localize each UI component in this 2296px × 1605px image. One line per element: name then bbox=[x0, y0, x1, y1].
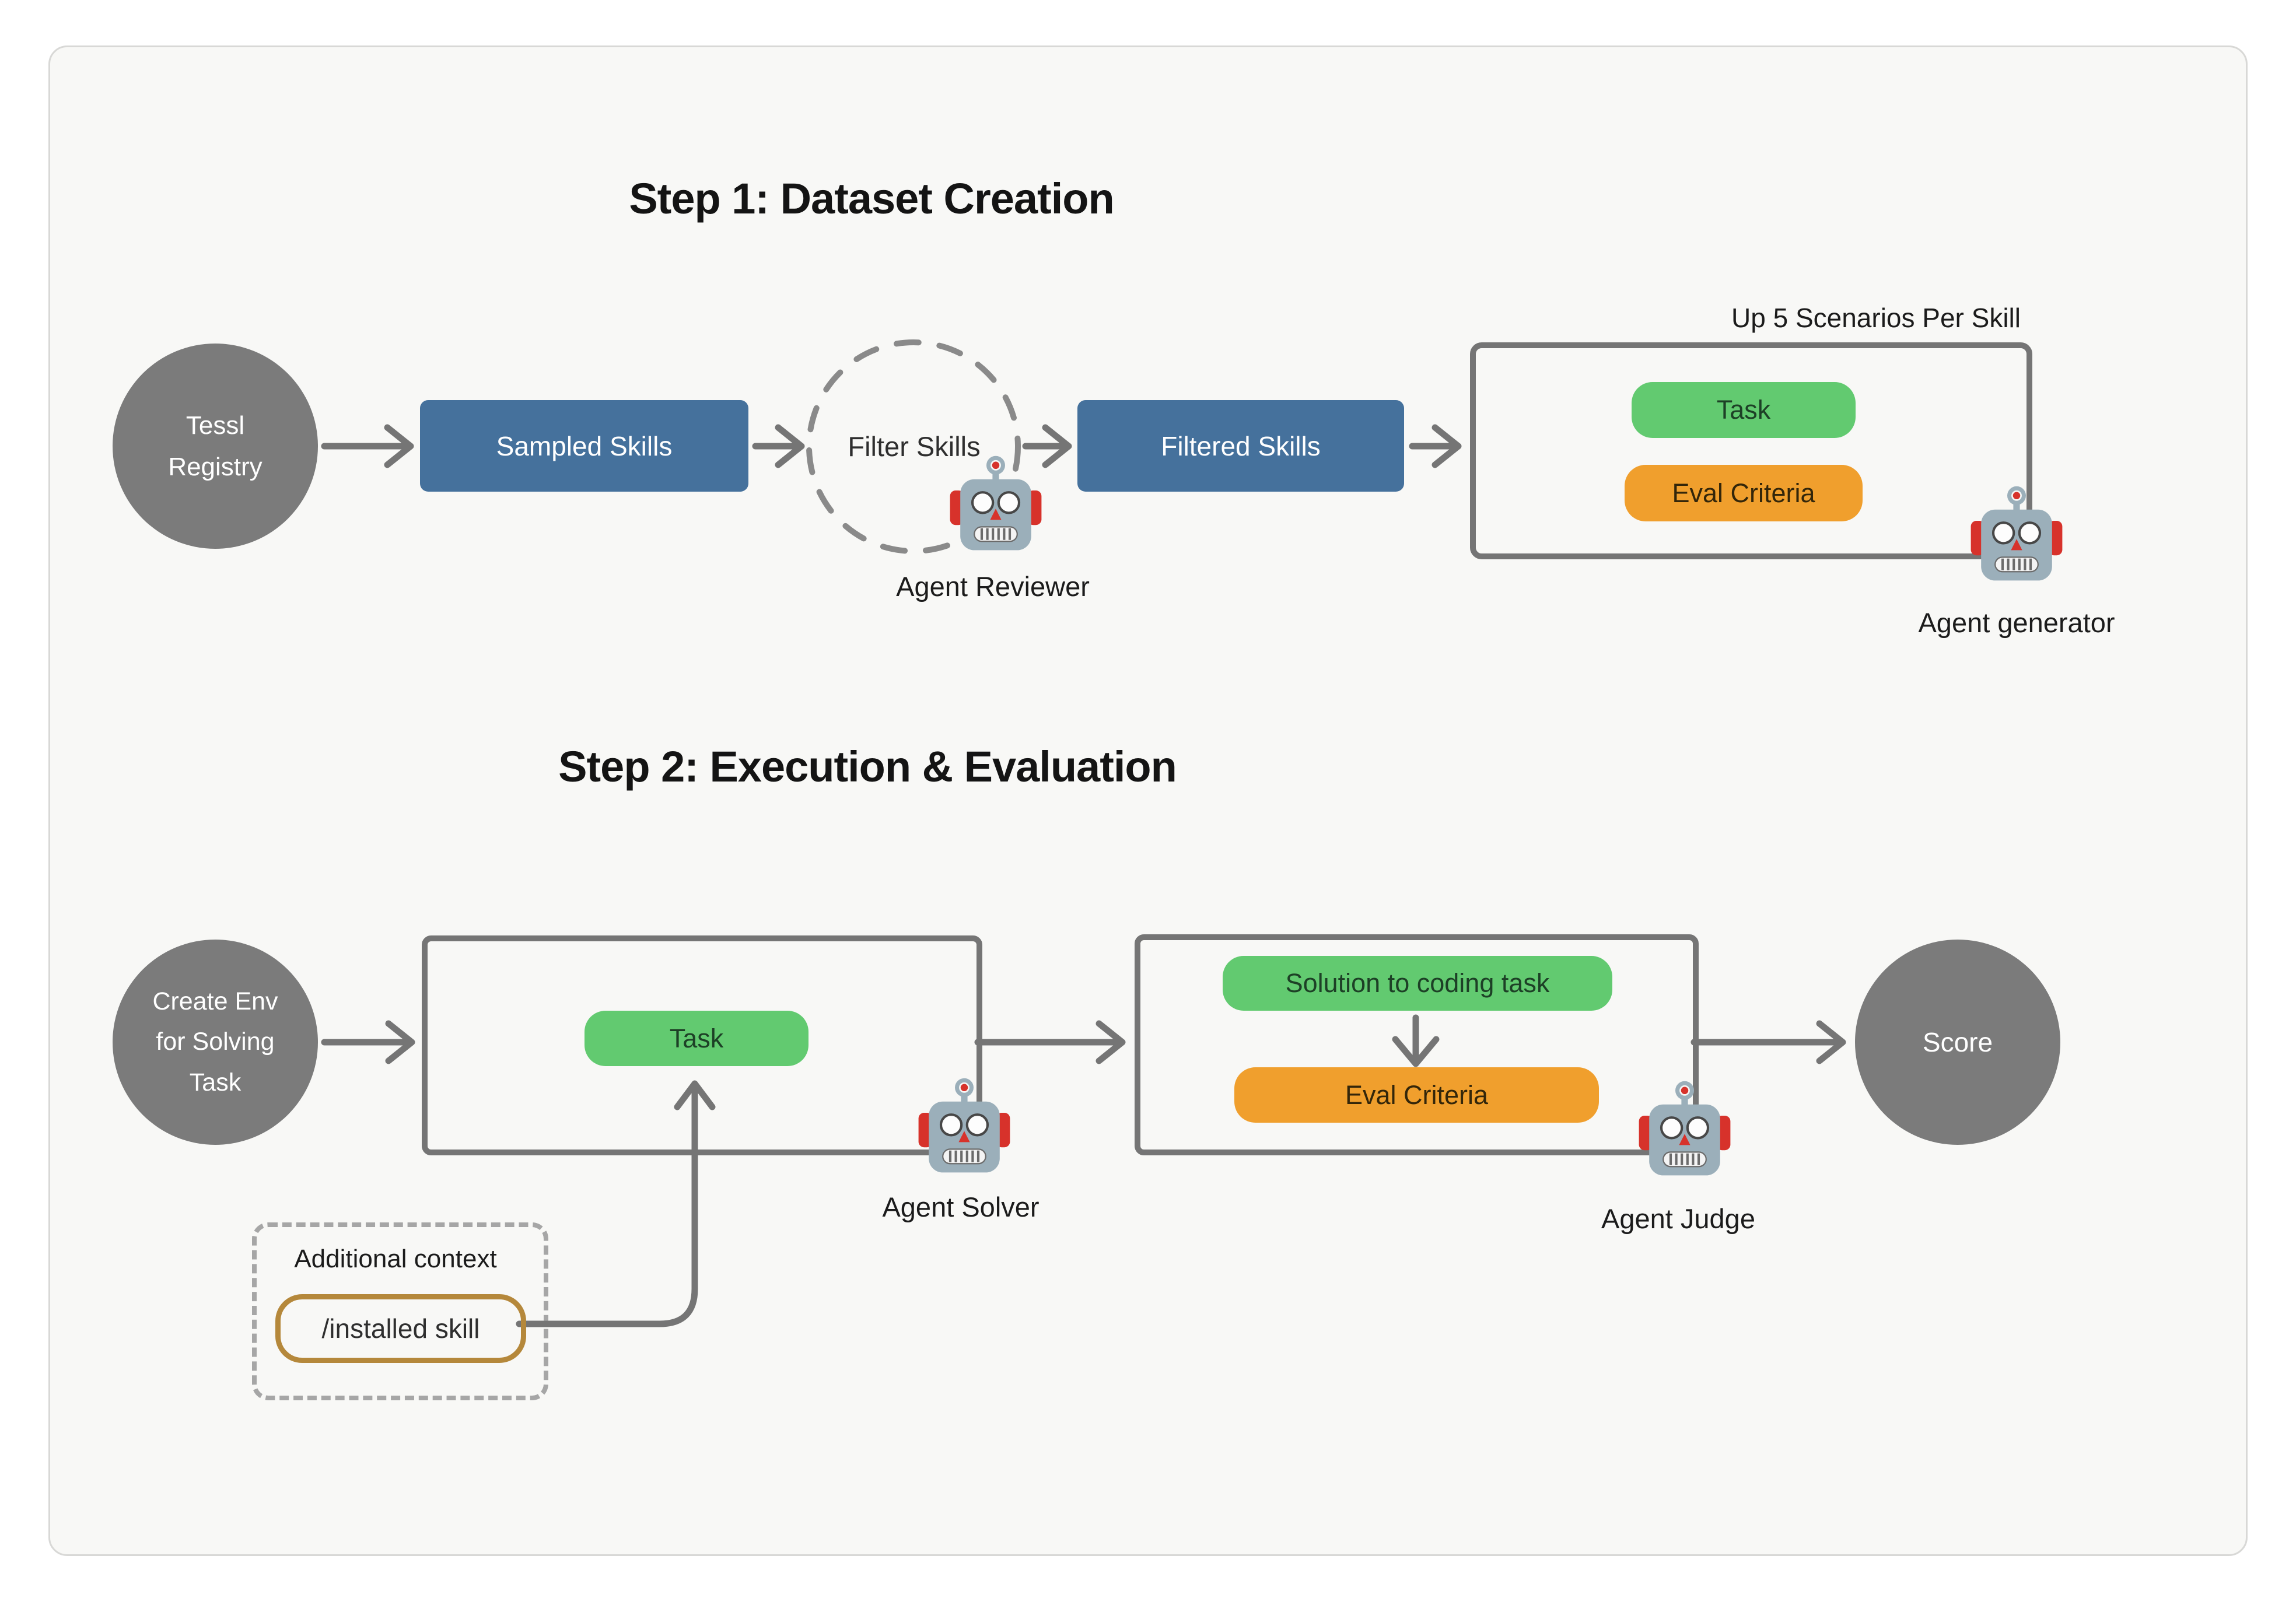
sampled-skills-node: Sampled Skills bbox=[420, 400, 748, 492]
agent-generator-icon bbox=[1970, 483, 2063, 586]
agent-reviewer-label: Agent Reviewer bbox=[896, 571, 1090, 602]
agent-generator-label: Agent generator bbox=[1918, 607, 2115, 638]
create-env-node: Create Env for Solving Task bbox=[113, 940, 318, 1145]
scenarios-note: Up 5 Scenarios Per Skill bbox=[1731, 303, 2021, 333]
agent-reviewer-icon bbox=[949, 453, 1042, 556]
agent-judge-label: Agent Judge bbox=[1601, 1203, 1755, 1234]
step2-title: Step 2: Execution & Evaluation bbox=[558, 742, 1177, 791]
additional-context-label: Additional context bbox=[294, 1245, 497, 1273]
scenario-box bbox=[1470, 342, 2032, 559]
step1-title: Step 1: Dataset Creation bbox=[629, 174, 1114, 223]
solution-pill: Solution to coding task bbox=[1223, 956, 1612, 1011]
task-pill-step1: Task bbox=[1632, 382, 1856, 438]
filter-skills-label: Filter Skills bbox=[848, 431, 981, 462]
score-node: Score bbox=[1855, 940, 2060, 1145]
agent-judge-icon bbox=[1638, 1078, 1731, 1181]
eval-criteria-pill-step2: Eval Criteria bbox=[1234, 1067, 1599, 1123]
diagram-card bbox=[48, 45, 2248, 1556]
agent-solver-icon bbox=[918, 1075, 1011, 1178]
installed-skill-pill: /installed skill bbox=[275, 1294, 526, 1363]
task-pill-step2: Task bbox=[584, 1011, 808, 1066]
agent-solver-label: Agent Solver bbox=[882, 1192, 1040, 1222]
filtered-skills-node: Filtered Skills bbox=[1077, 400, 1404, 492]
eval-criteria-pill-step1: Eval Criteria bbox=[1625, 465, 1863, 521]
tessl-registry-node: Tessl Registry bbox=[113, 344, 318, 549]
